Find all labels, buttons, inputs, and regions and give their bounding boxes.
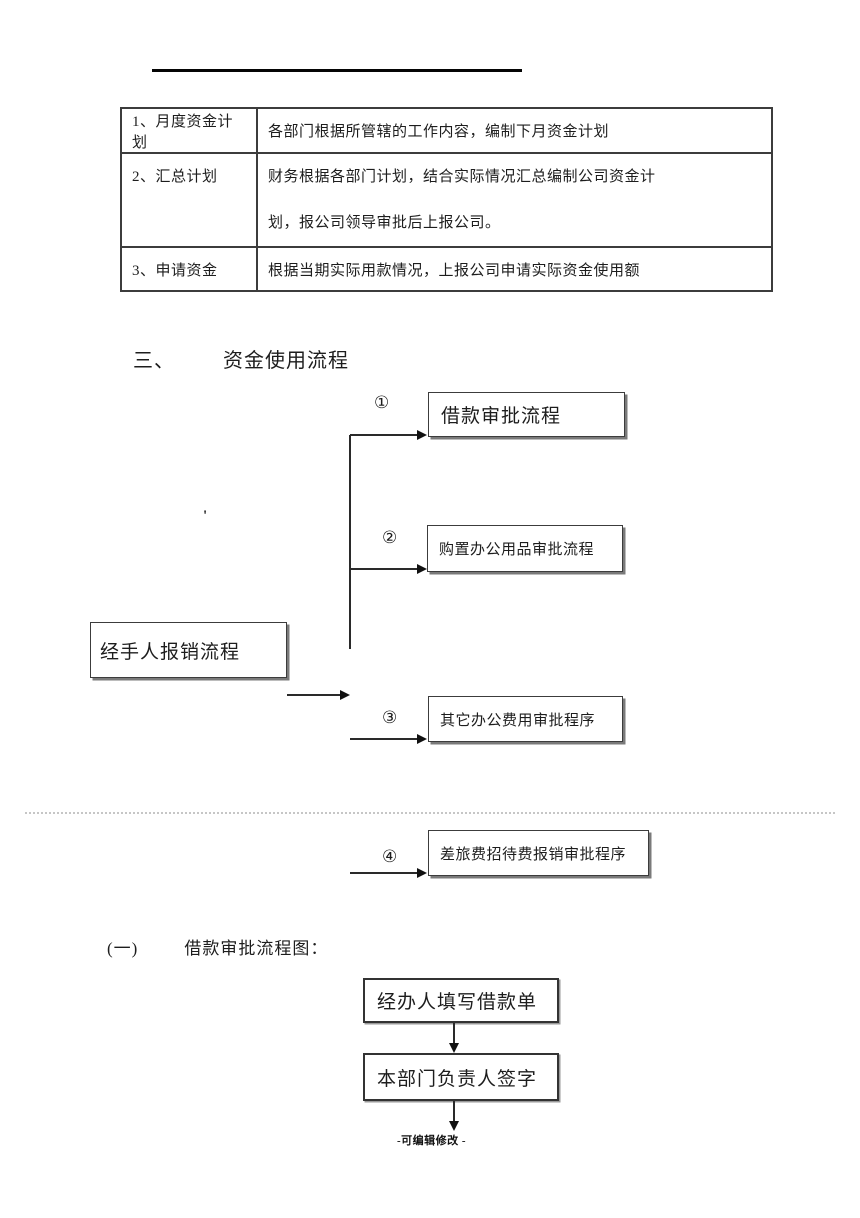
branch-box-loan-approval: 借款审批流程: [428, 392, 625, 437]
table-label-cell: 3、申请资金: [120, 246, 258, 292]
table-content-line: 财务根据各部门计划，结合实际情况汇总编制公司资金计: [268, 169, 656, 185]
arrowhead-right-icon: [417, 564, 427, 574]
sub-heading-text: 借款审批流程图：: [184, 939, 329, 958]
funds-plan-table: 1、月度资金计划 各部门根据所管辖的工作内容，编制下月资金计划 2、汇总计划 财…: [120, 107, 773, 292]
branch-box-label: 购置办公用品审批流程: [439, 542, 595, 558]
arrowhead-right-icon: [417, 430, 427, 440]
table-row: 1、月度资金计划 各部门根据所管辖的工作内容，编制下月资金计划: [120, 107, 773, 154]
table-content-cell: 根据当期实际用款情况，上报公司申请实际资金使用额: [256, 246, 773, 292]
section-heading-number: 三、: [133, 350, 175, 372]
connector-line-step-2: [453, 1101, 455, 1123]
step-box-fill-loan-form: 经办人填写借款单: [363, 978, 559, 1023]
connector-line-step-1: [453, 1023, 455, 1045]
circled-number-3: ③: [382, 708, 398, 727]
table-row: 3、申请资金 根据当期实际用款情况，上报公司申请实际资金使用额: [120, 246, 773, 292]
table-label-cell: 2、汇总计划: [120, 152, 258, 248]
step-box-label: 本部门负责人签字: [377, 1068, 538, 1090]
page-break-separator: [25, 812, 835, 814]
stray-apostrophe: ': [203, 508, 208, 524]
heading-spacer: [175, 344, 223, 373]
sub-heading-number: (一): [107, 939, 139, 958]
header-rule: [152, 69, 522, 72]
circled-number-4: ④: [382, 847, 398, 866]
section-heading: 三、 资金使用流程: [133, 344, 349, 373]
step-box-label: 经办人填写借款单: [377, 992, 538, 1013]
arrowhead-right-icon: [340, 690, 350, 700]
arrowhead-right-icon: [417, 734, 427, 744]
step-box-department-head-sign: 本部门负责人签字: [363, 1053, 559, 1101]
heading-spacer: [138, 934, 184, 959]
source-box-handler-reimbursement: 经手人报销流程: [90, 622, 287, 678]
table-content-cell: 财务根据各部门计划，结合实际情况汇总编制公司资金计 划，报公司领导审批后上报公司…: [256, 152, 773, 248]
circled-number-2: ②: [382, 528, 398, 547]
branch-box-office-supplies: 购置办公用品审批流程: [427, 525, 623, 572]
connector-trunk-line: [349, 435, 351, 649]
sub-heading: (一) 借款审批流程图：: [107, 934, 328, 959]
source-box-label: 经手人报销流程: [100, 641, 241, 663]
circled-number-1: ①: [374, 393, 390, 412]
connector-line-branch-4: [350, 872, 417, 874]
branch-box-other-office-expense: 其它办公费用审批程序: [428, 696, 623, 742]
connector-line-branch-3: [350, 738, 417, 740]
footer-watermark: -可编辑修改 -: [397, 1135, 467, 1147]
branch-box-label: 其它办公费用审批程序: [440, 712, 596, 729]
table-content-line: 划，报公司领导审批后上报公司。: [268, 215, 501, 231]
section-heading-text: 资金使用流程: [223, 350, 349, 372]
connector-line-source: [287, 694, 340, 696]
connector-line-branch-1: [350, 434, 417, 436]
table-content-cell: 各部门根据所管辖的工作内容，编制下月资金计划: [256, 107, 773, 154]
table-row: 2、汇总计划 财务根据各部门计划，结合实际情况汇总编制公司资金计 划，报公司领导…: [120, 152, 773, 248]
branch-box-label: 差旅费招待费报销审批程序: [440, 846, 627, 863]
branch-box-label: 借款审批流程: [441, 406, 562, 427]
table-label-cell: 1、月度资金计划: [120, 107, 258, 154]
connector-line-branch-2: [350, 568, 417, 570]
arrowhead-right-icon: [417, 868, 427, 878]
arrowhead-down-icon: [449, 1043, 459, 1053]
branch-box-travel-entertainment: 差旅费招待费报销审批程序: [428, 830, 649, 876]
arrowhead-down-icon: [449, 1121, 459, 1131]
